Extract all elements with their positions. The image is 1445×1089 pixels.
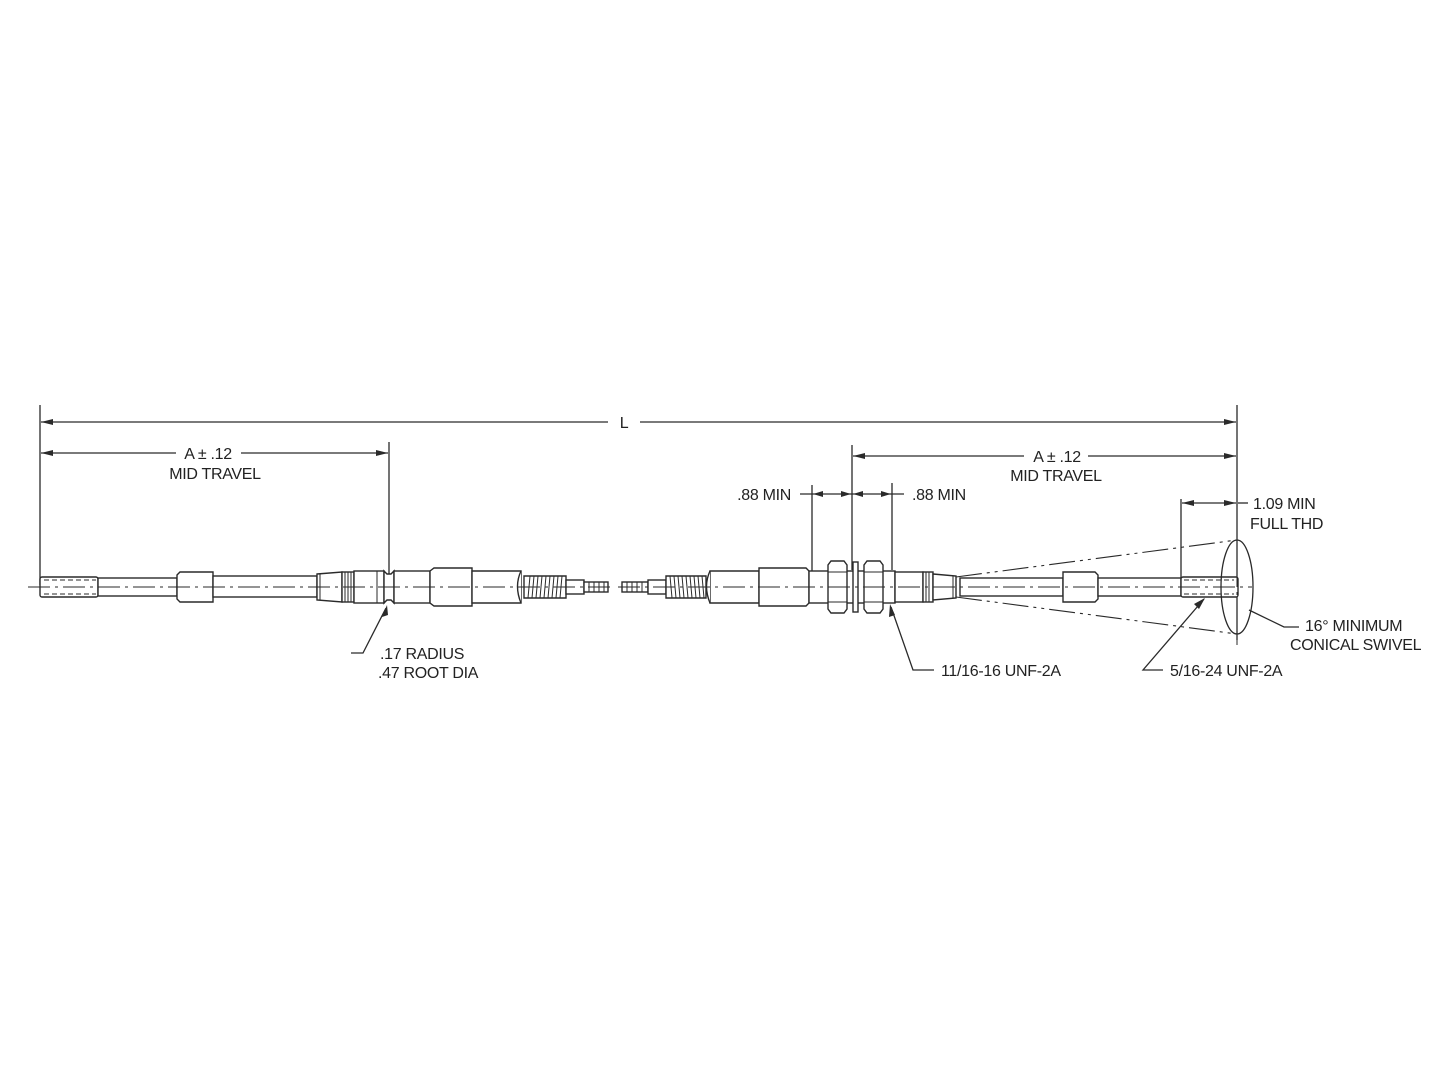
- arrowhead-left-icon: [41, 450, 53, 456]
- groove-callout-line2: .47 ROOT DIA: [378, 665, 479, 682]
- arrowhead-right-icon: [1224, 419, 1236, 425]
- leader-arrowhead-icon: [1194, 598, 1205, 609]
- right-min-label: .88 MIN: [912, 487, 966, 504]
- swivel-callout: 16° MINIMUM CONICAL SWIVEL: [1248, 609, 1422, 654]
- rod-thread-callout: 5/16-24 UNF-2A: [1141, 598, 1283, 680]
- arrowhead-right-icon: [376, 450, 388, 456]
- arrowhead-left-icon: [1182, 500, 1194, 506]
- conical-swivel-envelope: [955, 530, 1254, 645]
- swivel-callout-line1: 16° MINIMUM: [1305, 618, 1402, 635]
- bulkhead-thread-label: 11/16-16 UNF-2A: [941, 663, 1061, 680]
- arrowhead-icon: [813, 491, 823, 497]
- groove-callout: .17 RADIUS .47 ROOT DIA: [351, 605, 479, 682]
- leader-arrowhead-icon: [382, 605, 388, 617]
- groove-callout-line1: .17 RADIUS: [380, 646, 464, 663]
- left-mid-travel-value: A ± .12: [184, 446, 232, 463]
- left-cable-end: [28, 567, 612, 607]
- arrowhead-icon: [853, 491, 863, 497]
- arrowhead-icon: [841, 491, 851, 497]
- overall-length-dimension: L: [39, 405, 1238, 640]
- full-thread-note: FULL THD: [1250, 516, 1323, 533]
- right-mid-travel-value: A ± .12: [1033, 449, 1081, 466]
- left-mid-travel-dimension: A ± .12 MID TRAVEL: [41, 442, 390, 574]
- arrowhead-left-icon: [853, 453, 865, 459]
- full-thread-dimension: 1.09 MIN FULL THD: [1180, 496, 1323, 580]
- bulkhead-thread-callout: 11/16-16 UNF-2A: [889, 604, 1062, 680]
- swivel-callout-line2: CONICAL SWIVEL: [1290, 637, 1422, 654]
- arrowhead-left-icon: [41, 419, 53, 425]
- arrowhead-right-icon: [1224, 453, 1236, 459]
- arrowhead-right-icon: [1224, 500, 1236, 506]
- left-mid-travel-note: MID TRAVEL: [169, 466, 261, 483]
- arrowhead-icon: [881, 491, 891, 497]
- right-cable-end: [618, 560, 1252, 614]
- rod-thread-label: 5/16-24 UNF-2A: [1170, 663, 1283, 680]
- overall-length-label: L: [620, 415, 629, 432]
- bulkhead-min-dimensions: .88 MIN .88 MIN: [737, 483, 966, 575]
- right-mid-travel-note: MID TRAVEL: [1010, 468, 1102, 485]
- right-mid-travel-dimension: A ± .12 MID TRAVEL: [851, 445, 1236, 570]
- full-thread-value: 1.09 MIN: [1253, 496, 1316, 513]
- left-min-label: .88 MIN: [737, 487, 791, 504]
- leader-arrowhead-icon: [889, 604, 895, 617]
